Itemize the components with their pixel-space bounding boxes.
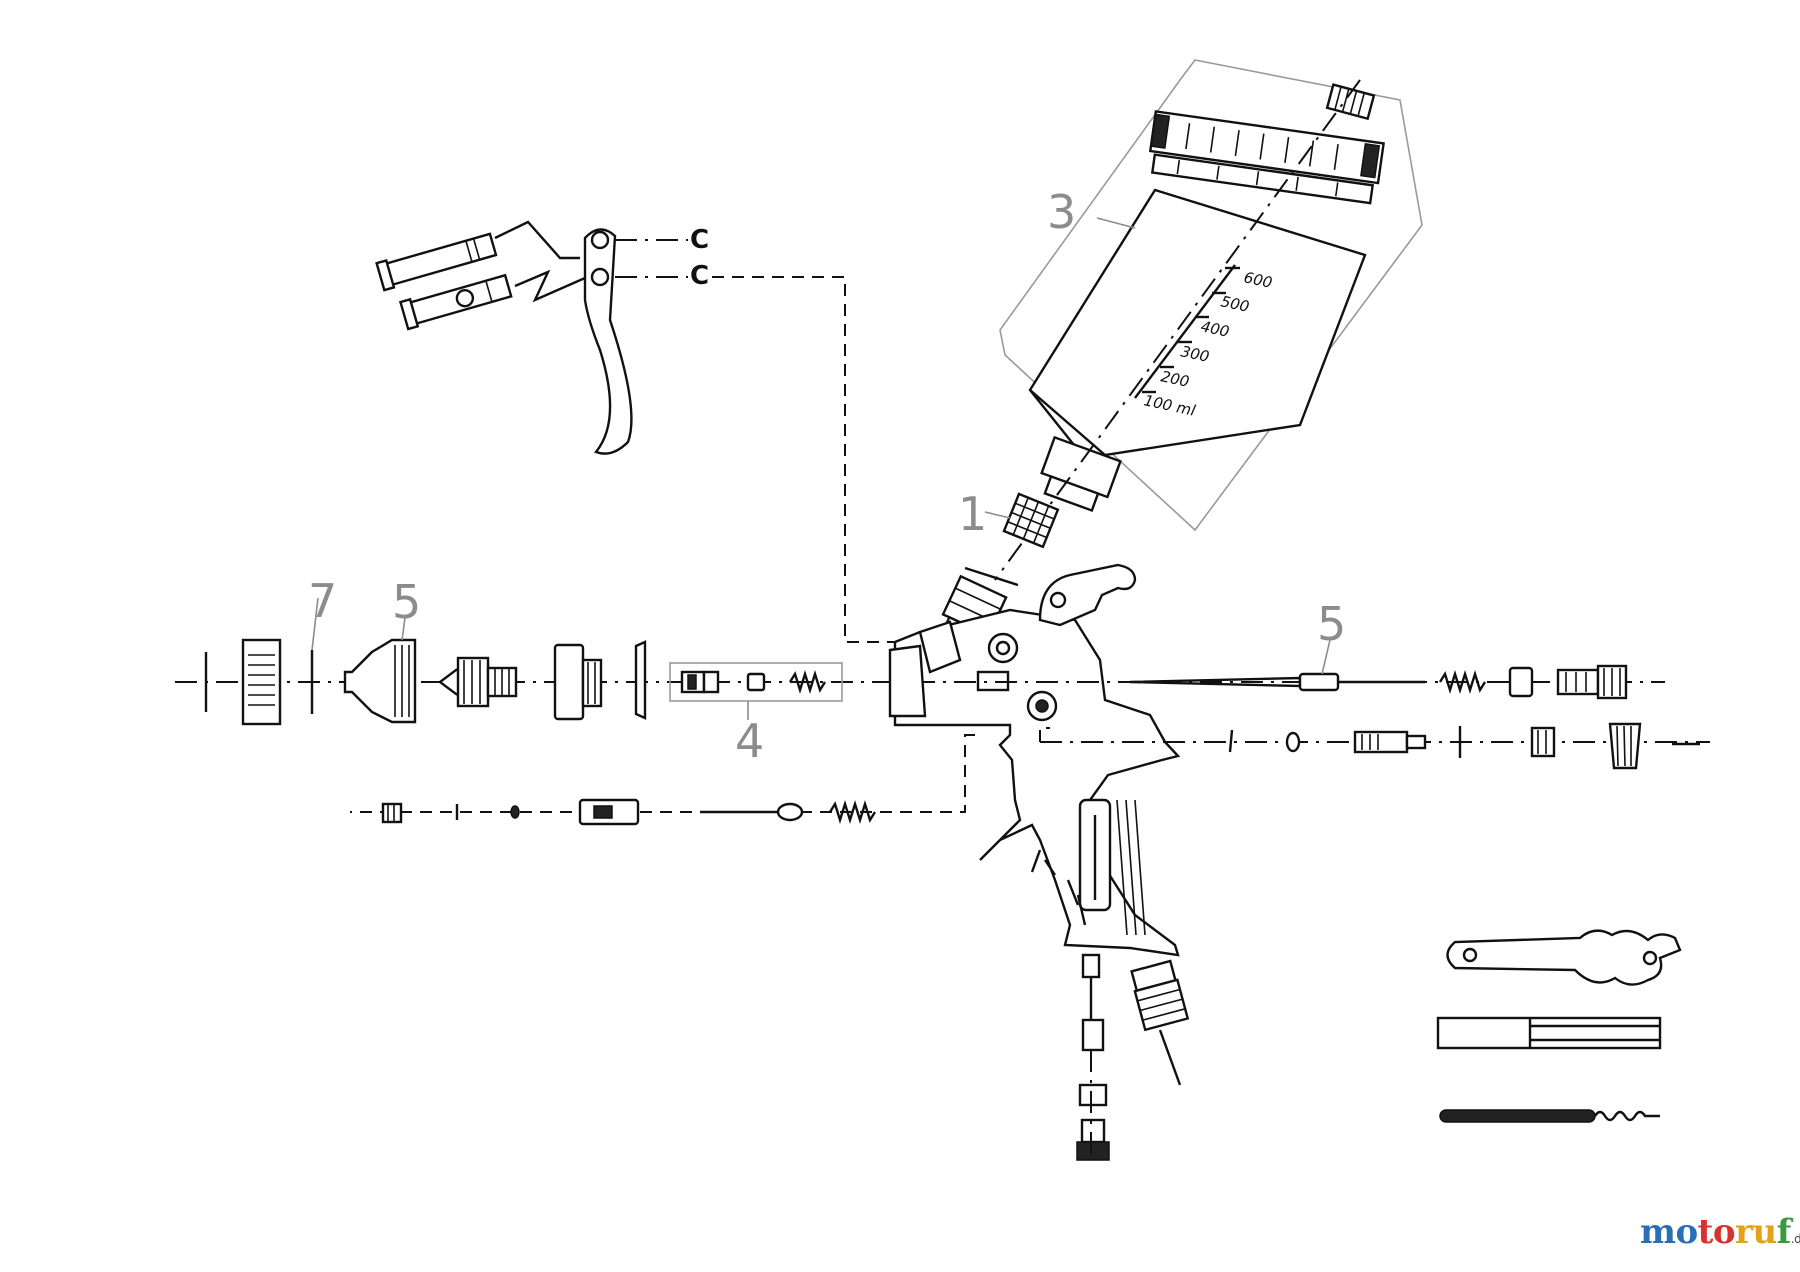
watermark-tld: .de xyxy=(1790,1232,1800,1246)
cup-lid-knob xyxy=(1325,83,1376,121)
gun-hanger-hook xyxy=(1038,563,1137,627)
watermark-brand-part: ru xyxy=(1735,1212,1777,1252)
cup-axis xyxy=(994,79,1361,581)
air-inlet-fitting xyxy=(1130,959,1190,1032)
scale-label-500: 500 xyxy=(1219,292,1251,316)
air-cap xyxy=(343,638,417,724)
scale-label-200: 200 xyxy=(1159,367,1191,391)
watermark-brand-part: f xyxy=(1776,1212,1792,1252)
air-cap-ring xyxy=(241,638,282,726)
cup-body xyxy=(1028,188,1367,457)
scale-label-600: 600 xyxy=(1242,268,1274,292)
spray-adjust-spindle xyxy=(1353,730,1427,754)
cleaning-brush-flat xyxy=(1436,1016,1662,1050)
gasket xyxy=(634,640,647,720)
scale-label-300: 300 xyxy=(1179,342,1211,366)
callout-7: 7 xyxy=(308,574,337,628)
clip-upper: C xyxy=(690,225,709,255)
clip-lower: C xyxy=(690,261,709,291)
paint-cup-group: 600 500 400 300 200 100 ml 3 xyxy=(994,59,1423,581)
spray-adjust-knob xyxy=(1608,722,1642,770)
gun-grip xyxy=(1030,798,1146,936)
watermark-brand-part: mo xyxy=(1640,1212,1698,1252)
fluid-nozzle xyxy=(438,656,518,708)
air-distributor xyxy=(553,643,603,721)
air-valve-parts xyxy=(381,798,877,826)
trigger-pin-lower xyxy=(398,273,513,331)
callout-3: 3 xyxy=(1047,185,1076,239)
fluid-needle xyxy=(1129,672,1425,692)
air-valve-lower xyxy=(1076,953,1110,1161)
callout-1: 1 xyxy=(958,487,987,541)
gun-body xyxy=(893,563,1190,1161)
cup-lid xyxy=(1148,110,1385,205)
watermark-brand-part: to xyxy=(1697,1212,1736,1252)
gun-body-outline xyxy=(893,608,1181,957)
air-valve-axis xyxy=(350,734,975,813)
scale-label-400: 400 xyxy=(1199,317,1231,341)
motoruf-watermark: motoruf.de xyxy=(1640,1212,1800,1252)
trigger-assembly: C C xyxy=(375,220,895,643)
spanner-tool xyxy=(1446,929,1682,986)
cup-outlet-neck xyxy=(1040,435,1122,513)
trigger-pin-upper xyxy=(375,232,498,292)
spray-adjust-nut xyxy=(1530,726,1556,758)
trigger-lever xyxy=(583,228,633,455)
gun-head xyxy=(888,644,927,718)
needle-packing-kit: 4 xyxy=(669,662,843,768)
callout-5-air-cap: 5 xyxy=(392,575,421,629)
callout-5-needle: 5 xyxy=(1317,597,1346,651)
cleaning-brush-wire xyxy=(1439,1109,1660,1123)
needle-spring-knob xyxy=(1438,664,1628,700)
cup-scale: 600 500 400 300 200 100 ml xyxy=(1134,264,1274,420)
callout-4: 4 xyxy=(735,714,764,768)
